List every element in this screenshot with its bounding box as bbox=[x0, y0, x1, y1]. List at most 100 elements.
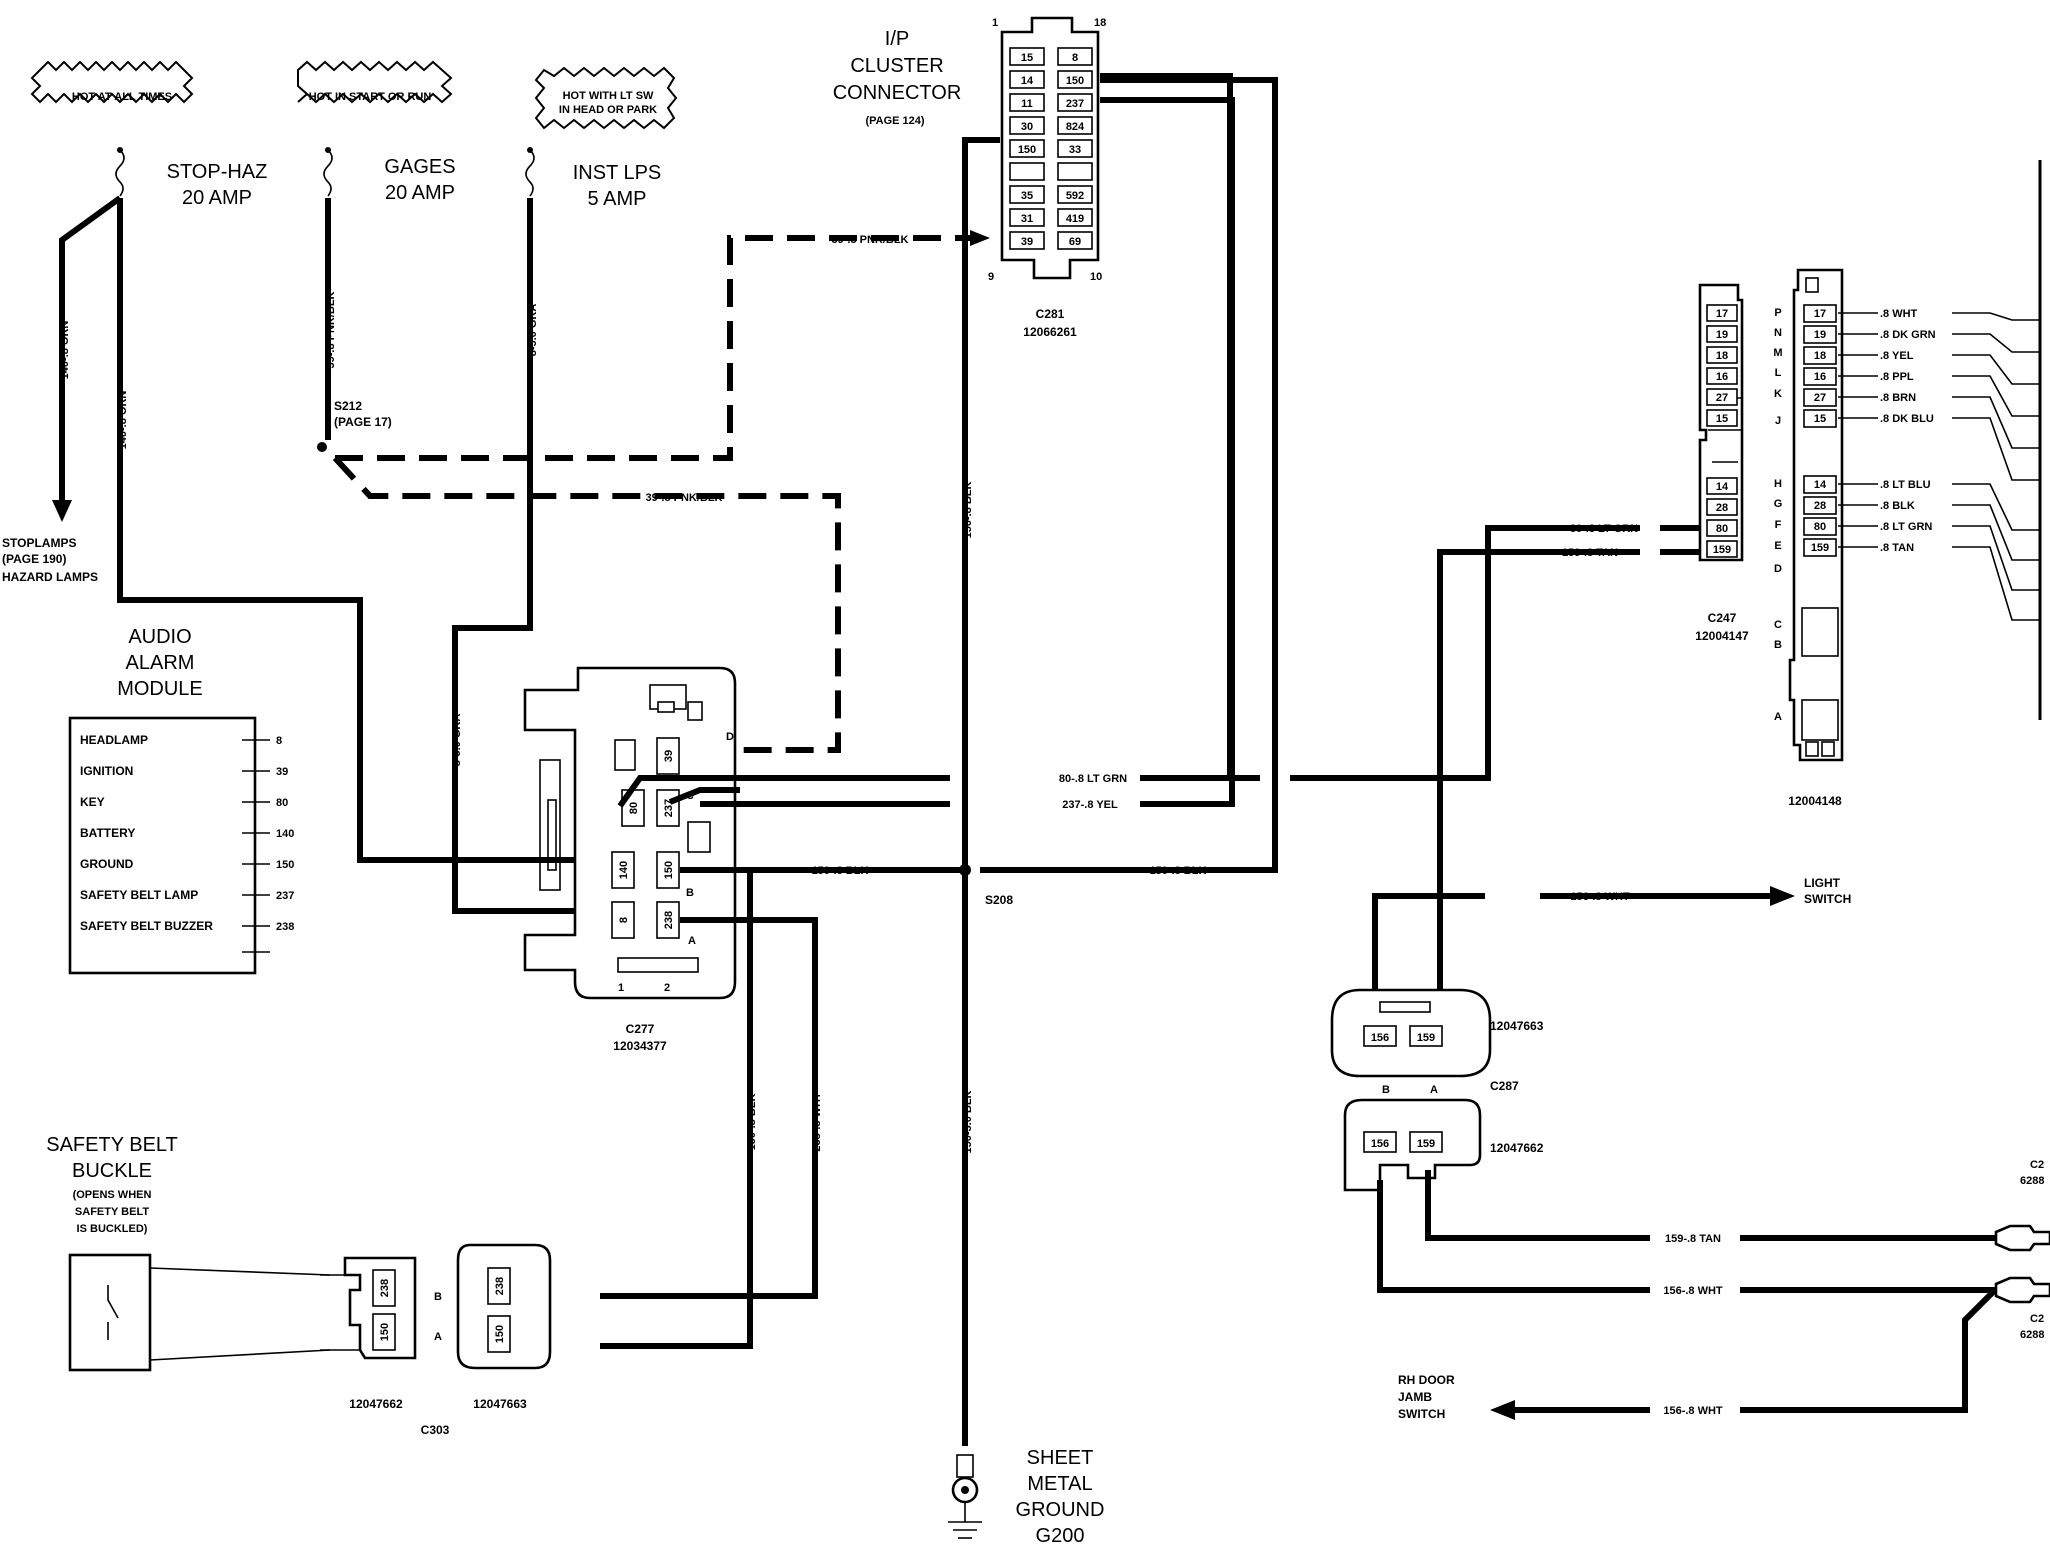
arrow-stoplamps bbox=[52, 500, 72, 522]
hot-always-text: HOT AT ALL TIMES bbox=[72, 91, 172, 103]
c148-wire-label: .8 PPL bbox=[1880, 371, 1914, 383]
module-row-pin: 140 bbox=[276, 828, 294, 840]
fuse-stop-haz: STOP-HAZ 20 AMP bbox=[115, 147, 267, 209]
c148-pin-box bbox=[1803, 496, 1837, 515]
edge-connector-b: C2 6288 bbox=[1994, 1276, 2050, 1341]
module-row-label: GROUND bbox=[80, 857, 134, 871]
cluster-right-pin-box bbox=[1057, 185, 1093, 204]
c247-name: C247 bbox=[1708, 611, 1737, 625]
c287-top-pin-159: 159 bbox=[1417, 1032, 1435, 1044]
c247-part: 12004147 bbox=[1695, 629, 1749, 643]
c148-letter-E: E bbox=[1774, 540, 1781, 552]
ip-cluster-connector: I/P CLUSTER CONNECTOR (PAGE 124) 1 18 9 … bbox=[833, 16, 1106, 339]
wire-label-39-mid: 39-.8 PNK/BLK bbox=[645, 492, 722, 504]
wire-237 bbox=[700, 97, 1235, 807]
c148-pin-15: 15 bbox=[1814, 413, 1826, 425]
c148-pin-box bbox=[1803, 538, 1837, 557]
cluster-right-pin-419: 419 bbox=[1066, 213, 1084, 225]
c148-wire-line bbox=[1952, 483, 2040, 531]
s212-page: (PAGE 17) bbox=[334, 415, 392, 429]
c148-pin-box bbox=[1803, 475, 1837, 494]
s212-name: S212 bbox=[334, 399, 362, 413]
c148-pin-box bbox=[1803, 325, 1837, 344]
c287-name: C287 bbox=[1490, 1079, 1519, 1093]
module-title-3: MODULE bbox=[117, 678, 203, 700]
cluster-page: (PAGE 124) bbox=[865, 115, 924, 127]
c303-left-pin-150: 150 bbox=[379, 1323, 391, 1341]
stoplamps-text-1: STOPLAMPS bbox=[2, 536, 76, 550]
c303-right-pin-box bbox=[487, 1315, 511, 1353]
c148-pin-18: 18 bbox=[1814, 350, 1826, 362]
rh-door-text-3: SWITCH bbox=[1398, 1407, 1445, 1421]
wire-label-80-right: 80-.8 LT GRN bbox=[1570, 523, 1638, 535]
c148-pin-box bbox=[1803, 409, 1837, 428]
wire-label-156-light: 156-.8 WHT bbox=[1570, 891, 1630, 903]
cluster-right-pin-box bbox=[1057, 70, 1093, 89]
c148-wire-label: .8 DK BLU bbox=[1880, 413, 1934, 425]
wire-156-light-switch bbox=[1372, 893, 1770, 1003]
c148-pin-17: 17 bbox=[1814, 308, 1826, 320]
stoplamps-text-3: HAZARD LAMPS bbox=[2, 570, 98, 584]
c247-pin-box bbox=[1706, 477, 1738, 495]
c303-letter-a: A bbox=[434, 1331, 442, 1343]
c148-pin-80: 80 bbox=[1814, 521, 1826, 533]
c247-pin-14: 14 bbox=[1716, 481, 1729, 493]
s208-splice bbox=[959, 864, 971, 876]
cluster-right-pin-box bbox=[1057, 208, 1093, 227]
light-switch-text-1: LIGHT bbox=[1804, 876, 1841, 890]
wire-140-module bbox=[117, 198, 600, 863]
c148-pin-14: 14 bbox=[1814, 479, 1827, 491]
c277-pin-box bbox=[656, 851, 680, 889]
cluster-right-pin-box bbox=[1057, 93, 1093, 112]
c277-name: C277 bbox=[626, 1022, 655, 1036]
module-row-pin: 150 bbox=[276, 859, 294, 871]
c148-wire-line bbox=[1952, 396, 2040, 449]
cluster-left-pin-box bbox=[1009, 70, 1045, 89]
c148-wire-line bbox=[1952, 546, 2040, 621]
c287-bot-pin-159: 159 bbox=[1417, 1138, 1435, 1150]
c247-pin-box bbox=[1706, 388, 1738, 406]
module-title-1: AUDIO bbox=[128, 626, 191, 648]
c287-part-bot: 12047662 bbox=[1490, 1141, 1544, 1155]
cluster-title-3: CONNECTOR bbox=[833, 82, 962, 104]
c148-letter-F: F bbox=[1775, 519, 1782, 531]
wire-label-150-vert: 150-.8 BLK bbox=[962, 482, 974, 539]
wire-label-150-b: 150-.8 BLK bbox=[1150, 865, 1207, 877]
edge-c-a: C2 bbox=[2030, 1159, 2044, 1171]
c287-part-top: 12047663 bbox=[1490, 1019, 1544, 1033]
cluster-right-pin-33: 33 bbox=[1069, 144, 1081, 156]
cluster-right-pin-237: 237 bbox=[1066, 98, 1084, 110]
c287-letter-b: B bbox=[1382, 1084, 1390, 1096]
edge-p-b: 6288 bbox=[2020, 1329, 2044, 1341]
c148-wire-line bbox=[1952, 312, 2040, 321]
edge-p-a: 6288 bbox=[2020, 1175, 2044, 1187]
gages-name: GAGES bbox=[384, 156, 455, 178]
rh-door-text-2: JAMB bbox=[1398, 1390, 1432, 1404]
c247-pin-box bbox=[1706, 325, 1738, 343]
c277-letter-a: A bbox=[688, 935, 696, 947]
c247-pin-16: 16 bbox=[1716, 371, 1728, 383]
cluster-left-pin-box bbox=[1009, 185, 1045, 204]
module-row-label: KEY bbox=[80, 795, 105, 809]
c148-letter-N: N bbox=[1774, 327, 1782, 339]
wire-label-39-top: 39-.5 PNK/BLK bbox=[831, 234, 908, 246]
hot-lt-sw-text-2: IN HEAD OR PARK bbox=[559, 104, 657, 116]
cluster-right-pin-69: 69 bbox=[1069, 236, 1081, 248]
ground-text-1: SHEET bbox=[1027, 1447, 1094, 1469]
c148-pin-16: 16 bbox=[1814, 371, 1826, 383]
wire-80-to-c247 bbox=[1235, 525, 1640, 781]
c148-pin-box bbox=[1803, 367, 1837, 386]
module-title-2: ALARM bbox=[126, 652, 195, 674]
cluster-part: 12066261 bbox=[1023, 325, 1077, 339]
c303-part-right: 12047663 bbox=[473, 1397, 527, 1411]
wire-label-237: 237-.8 YEL bbox=[1062, 799, 1118, 811]
ground-text-2: METAL bbox=[1027, 1473, 1092, 1495]
c148-letter-L: L bbox=[1775, 367, 1782, 379]
c277-num-1: 1 bbox=[618, 982, 624, 994]
hot-start-run-text: HOT IN START OR RUN bbox=[309, 91, 432, 103]
wire-159-c247 bbox=[1437, 549, 1702, 1000]
wire-140-stoplamps bbox=[59, 195, 122, 500]
c247-pin-box bbox=[1706, 346, 1738, 364]
